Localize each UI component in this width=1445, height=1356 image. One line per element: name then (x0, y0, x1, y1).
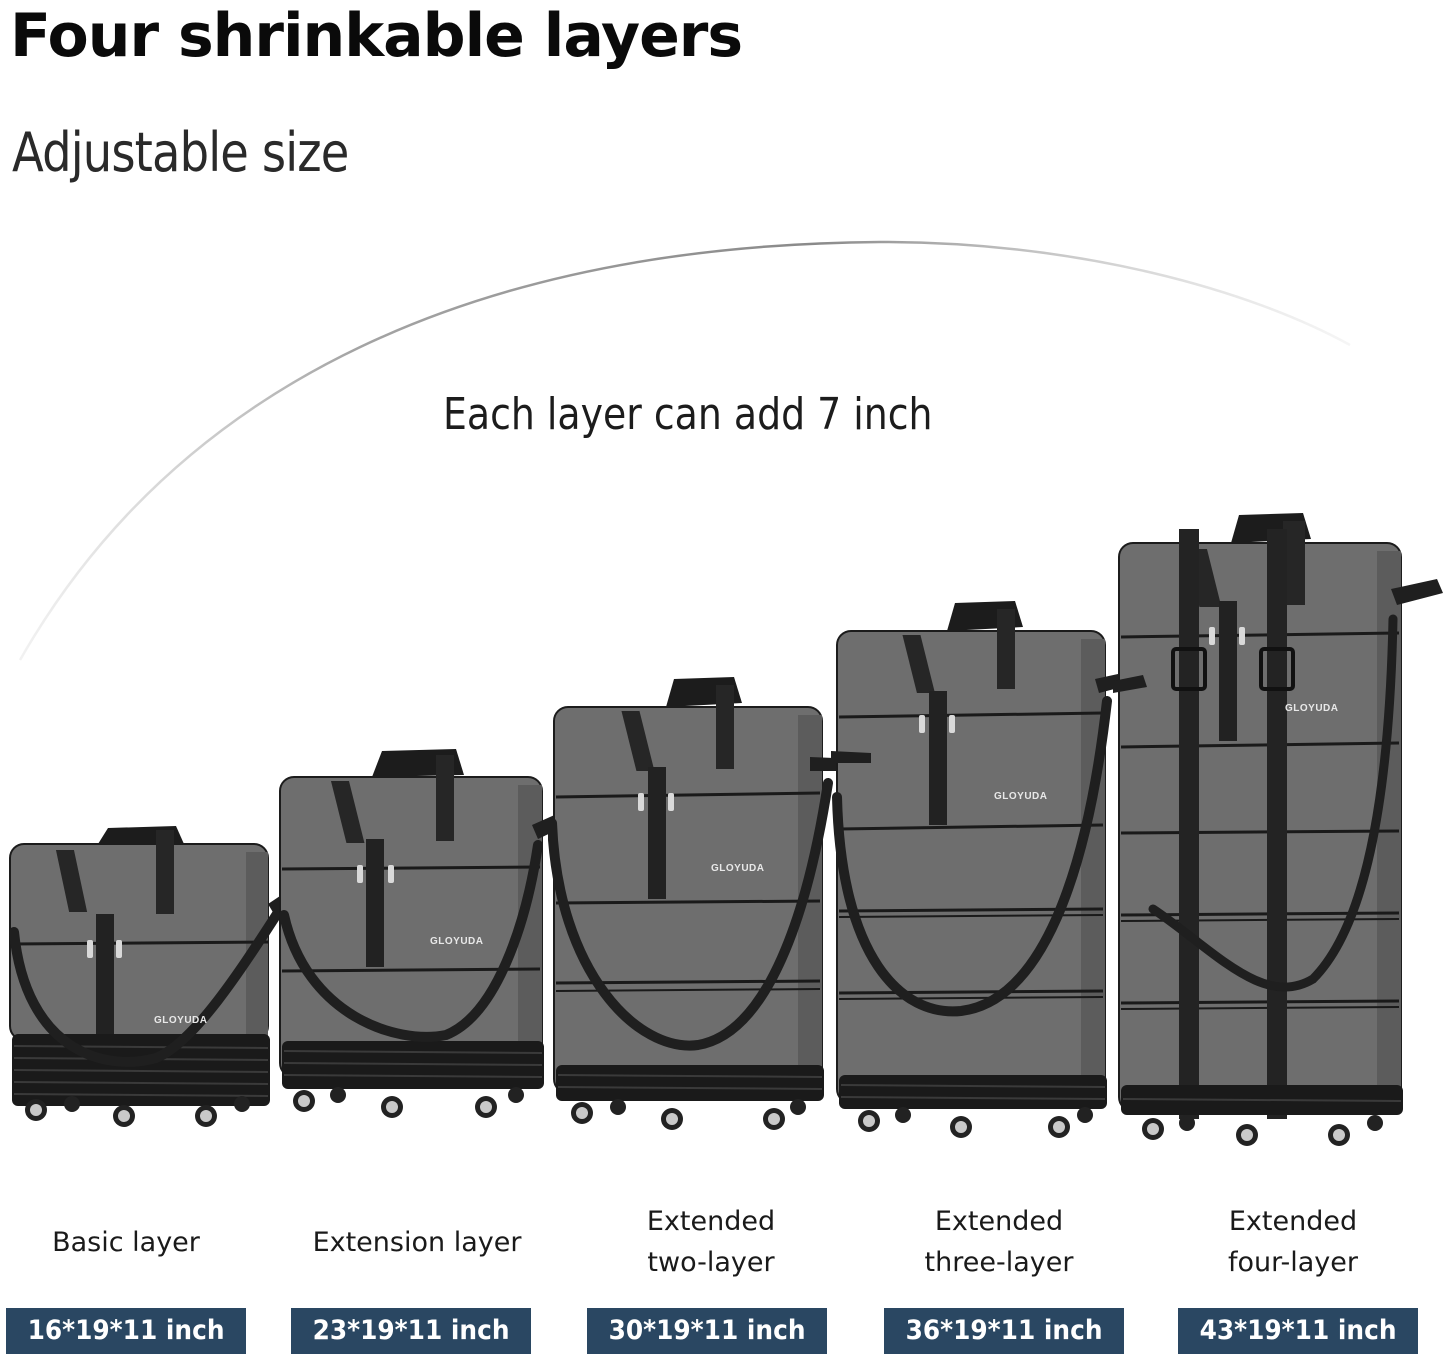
size-badge: 16*19*11 inch (6, 1308, 246, 1354)
luggage-bag-icon: GLOYUDA (1113, 509, 1445, 1149)
layer-caption: Basic layer (20, 1222, 232, 1263)
size-badge-text: 36*19*11 inch (905, 1315, 1103, 1346)
brand-label: GLOYUDA (154, 1015, 208, 1026)
layer-caption-line1: Basic layer (52, 1227, 200, 1258)
page-subtitle: Adjustable size (12, 121, 349, 184)
zipper-pull-icon (87, 940, 93, 958)
luggage-bag-icon: GLOYUDA (831, 597, 1147, 1142)
layer-caption-line1: Extension layer (312, 1227, 522, 1258)
caster-wheel-icon (571, 1099, 806, 1130)
brand-label: GLOYUDA (430, 936, 484, 947)
size-badge-text: 43*19*11 inch (1199, 1315, 1397, 1346)
size-badge: 23*19*11 inch (291, 1308, 531, 1354)
size-badge: 43*19*11 inch (1178, 1308, 1418, 1354)
size-badge: 30*19*11 inch (587, 1308, 827, 1354)
size-badge-text: 23*19*11 inch (312, 1315, 510, 1346)
brand-label: GLOYUDA (711, 863, 765, 874)
luggage-bag-icon: GLOYUDA (276, 745, 580, 1120)
page-title: Four shrinkable layers (10, 1, 743, 71)
layer-caption: Extended three-layer (888, 1201, 1110, 1283)
layer-caption-line1: Extended (1228, 1206, 1358, 1237)
layer-increment-note: Each layer can add 7 inch (443, 389, 933, 440)
layer-caption-line1: Extended (646, 1206, 776, 1237)
layer-caption-line2: four-layer (1228, 1247, 1358, 1278)
layer-caption-line2: three-layer (924, 1247, 1074, 1278)
layer-caption-line1: Extended (934, 1206, 1064, 1237)
layer-caption: Extension layer (292, 1222, 542, 1263)
luggage-bag-icon: GLOYUDA (548, 673, 864, 1135)
size-badge: 36*19*11 inch (884, 1308, 1124, 1354)
caster-wheel-icon (293, 1087, 524, 1118)
caster-wheel-icon (858, 1107, 1093, 1138)
luggage-bag-icon: GLOYUDA (6, 822, 306, 1127)
caster-wheel-icon (25, 1096, 250, 1127)
size-badge-text: 16*19*11 inch (27, 1315, 225, 1346)
layer-caption-line2: two-layer (647, 1247, 775, 1278)
size-badge-text: 30*19*11 inch (608, 1315, 806, 1346)
caster-wheel-icon (1142, 1115, 1383, 1146)
layer-caption: Extended four-layer (1182, 1201, 1404, 1283)
layer-caption: Extended two-layer (600, 1201, 822, 1283)
brand-label: GLOYUDA (994, 791, 1048, 802)
brand-label: GLOYUDA (1285, 703, 1339, 714)
